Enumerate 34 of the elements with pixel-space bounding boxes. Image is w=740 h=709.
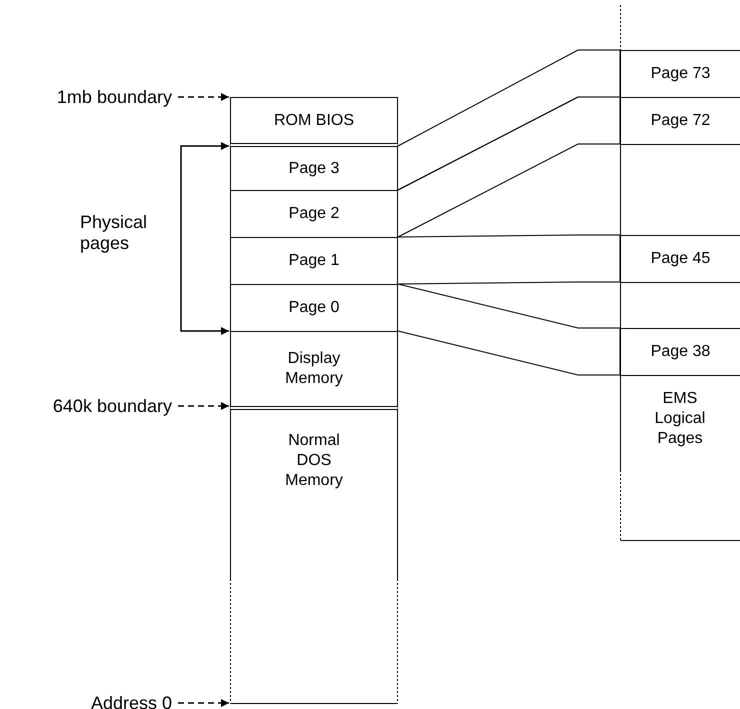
logical-page-slot bbox=[620, 50, 740, 98]
logical-page-slot bbox=[620, 375, 740, 541]
boundary-label: 640k boundary bbox=[0, 395, 172, 417]
bracket-label: Physical pages bbox=[80, 203, 175, 263]
memory-block bbox=[230, 190, 398, 238]
mapping-lines bbox=[398, 234, 620, 284]
bracket-arrow bbox=[180, 142, 229, 233]
block-label: Display Memory bbox=[284, 349, 344, 389]
logical-page-slot bbox=[620, 328, 740, 376]
boundary-label: Address 0 bbox=[40, 692, 172, 709]
block-label: Normal DOS Memory bbox=[284, 431, 344, 491]
dashed-arrow bbox=[178, 699, 229, 707]
mapping-lines bbox=[398, 284, 620, 376]
memory-block bbox=[230, 146, 398, 191]
bracket-arrow bbox=[180, 233, 229, 335]
block-label: Page 72 bbox=[650, 111, 710, 131]
block-label: EMS Logical Pages bbox=[654, 389, 706, 449]
block-label: Page 38 bbox=[650, 342, 710, 362]
block-label: Page 3 bbox=[288, 158, 340, 178]
memory-block bbox=[230, 284, 398, 332]
block-label: ROM BIOS bbox=[274, 110, 354, 130]
memory-block bbox=[230, 409, 398, 704]
dashed-arrow bbox=[178, 402, 229, 410]
boundary-label: 1mb boundary bbox=[5, 86, 172, 108]
mapping-lines bbox=[398, 96, 620, 238]
block-label: Page 0 bbox=[288, 298, 340, 318]
block-label: Page 73 bbox=[650, 64, 710, 84]
block-label: Page 2 bbox=[288, 204, 340, 224]
memory-block bbox=[230, 237, 398, 285]
block-label: Page 45 bbox=[650, 249, 710, 269]
memory-block bbox=[230, 331, 398, 410]
dashed-arrow bbox=[178, 93, 229, 101]
block-label: Page 1 bbox=[288, 251, 340, 271]
memory-block bbox=[230, 97, 398, 147]
